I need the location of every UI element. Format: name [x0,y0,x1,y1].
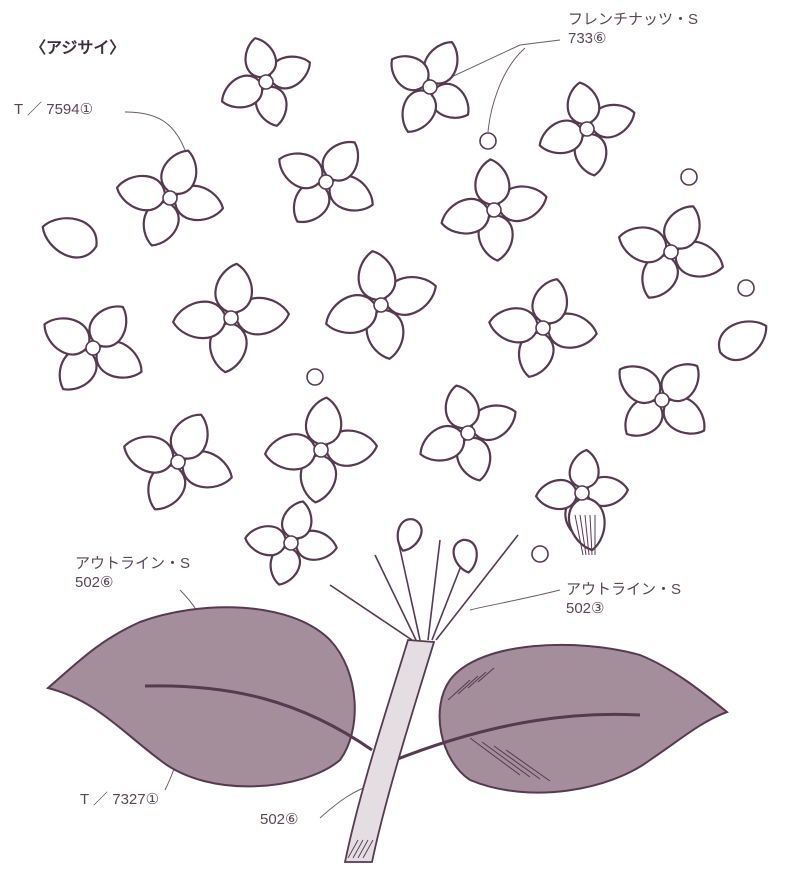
floret-center-knot [374,298,388,312]
loose-petal [398,519,422,550]
pattern-title: 〈アジサイ〉 [30,34,125,58]
floret-center-knot [86,341,100,355]
floret-center-knot [655,393,669,407]
petal [306,398,341,445]
floret-center-knot [423,80,437,94]
petal [619,227,666,262]
leader-line [125,112,185,150]
hydrangea-florets [43,38,767,584]
petal [442,199,490,234]
stem-thread-label: 502⑥ [260,810,298,829]
petal [540,121,583,154]
petal [282,501,311,538]
petal [536,480,577,509]
petal [124,437,173,473]
leader-line [488,48,525,132]
flower-stem [330,585,412,640]
petal [664,397,705,434]
floret-center-knot [259,75,273,89]
petal [421,426,465,461]
petal [446,386,479,429]
petal-thread-label: T ／ 7594① [14,100,93,119]
petal [245,526,286,555]
left-leaf [48,607,355,786]
loose-petal [43,218,97,257]
petal [161,151,196,194]
floret-center-knot [487,203,501,217]
petal [215,264,252,313]
outline-left-label: アウトライン・S [75,554,190,573]
loose-petal [719,321,766,360]
floret-center-knot [580,122,594,136]
loose-knot [738,280,754,296]
floret-center-knot [319,175,333,189]
petal [620,366,661,403]
petal [664,206,699,248]
french-knot-number: 733⑥ [568,29,606,48]
outline-right-label: アウトライン・S [566,580,681,599]
right-leaf [440,645,727,793]
flower-stems [330,535,518,640]
petal [359,251,396,300]
petal [171,415,208,459]
petal [568,83,600,125]
floret-center-knot [536,321,550,335]
floret-center-knot [163,191,177,205]
loose-knot [480,133,496,149]
loose-petal [454,540,477,573]
petal [489,308,538,342]
outline-right-number: 502③ [566,599,604,618]
floret-center-knot [224,311,238,325]
loose-knot [532,546,548,562]
hatched-petal [569,498,605,550]
floret-center-knot [575,486,589,500]
petal [279,153,322,188]
floret-center-knot [461,426,475,440]
floret-center-knot [171,455,185,469]
petal [117,176,165,210]
petal [45,318,90,354]
petal [326,295,376,333]
outline-left-number: 502⑥ [75,573,113,592]
petal [222,76,262,108]
petal [475,159,509,205]
leader-line [470,590,560,610]
petal [570,450,599,488]
petal [265,434,316,469]
petal [403,91,436,132]
petal [173,302,226,339]
french-knot-label: フレンチナッツ・S [568,10,698,29]
floret-center-knot [314,443,328,457]
loose-knot [681,169,697,185]
floret-center-knot [664,245,678,259]
petal [245,38,276,77]
leaf-thread-label: T ／ 7327① [80,790,159,809]
floret-center-knot [284,536,298,550]
petal [532,279,567,323]
loose-knot [307,369,323,385]
